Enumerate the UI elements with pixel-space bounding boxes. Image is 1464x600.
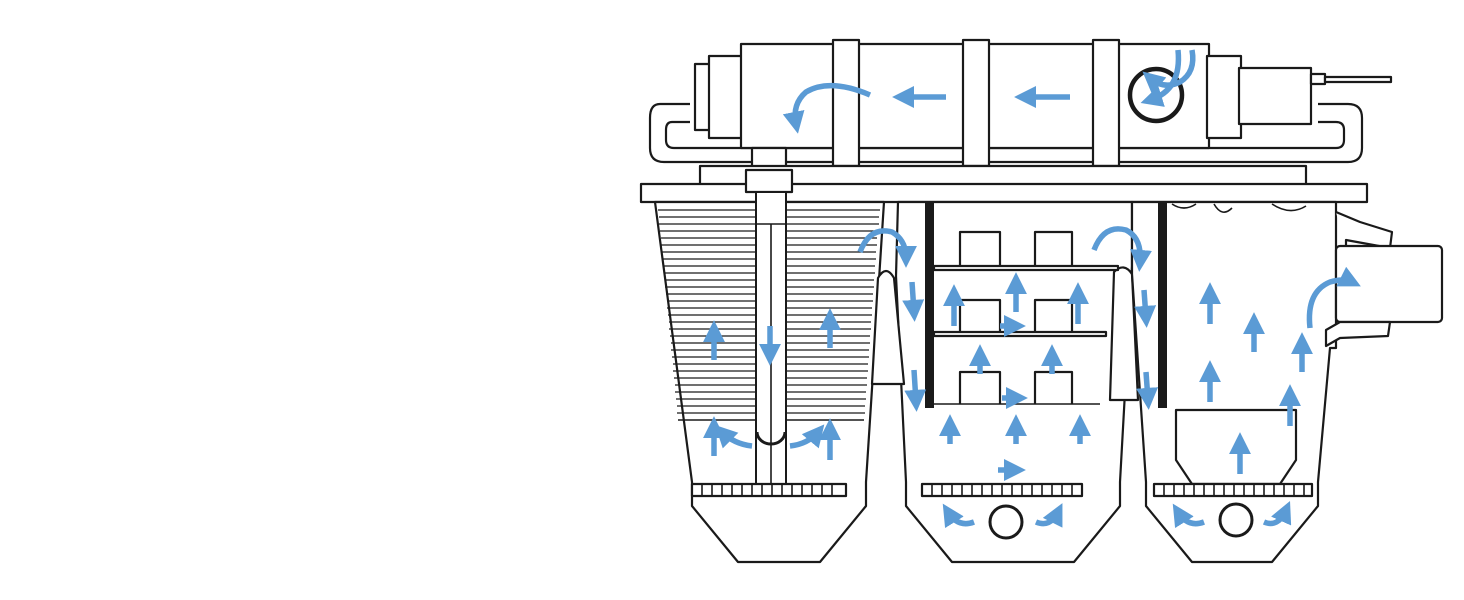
flow-arrow-icon [1306,266,1361,329]
left-end-cap [707,54,745,140]
sediment-basket [1174,408,1298,486]
media-shelf [932,330,1108,338]
pump-icon [988,504,1024,540]
flow-arrow-icon [1034,503,1063,528]
flow-arrow-icon [1136,371,1159,410]
media-shelf [932,264,1120,272]
flow-arrow-icon [902,281,925,322]
flow-arrow-icon [1172,503,1205,529]
flow-arrow-icon [1134,289,1157,328]
flow-arrows [703,49,1361,529]
flow-arrow-icon [714,425,753,449]
pump-icon [1218,502,1254,538]
chamber-2 [870,200,1140,564]
chamber-3 [1130,200,1444,564]
flow-arrow-icon [942,503,975,529]
outlet-port [1334,244,1444,324]
water-surface [1171,203,1307,213]
flow-arrow-icon [782,82,872,134]
outlet-flange-top [1335,210,1394,252]
flow-arrow-icon [857,228,917,268]
uv-ballast [1237,66,1313,126]
flow-arrow-icon [1262,500,1292,527]
power-cable [1323,75,1393,84]
diffuser-icon [1152,482,1314,498]
chamber-1 [653,191,886,564]
diffuser-icon [690,482,848,498]
right-end-cap [1205,54,1243,140]
media-cups [958,230,1074,404]
tube-clamp [831,38,861,168]
pipe-coupler-front [744,168,794,194]
flow-arrow-icon [789,424,825,449]
flow-arrow-icon [1142,49,1196,95]
outlet-flange-bottom [1324,320,1392,348]
cable-gland [1309,72,1327,86]
flow-arrow-icon [1140,49,1182,107]
tube-clamp [1091,38,1121,168]
flow-arrow-icon [904,369,927,412]
flow-arrow-icon [1091,226,1152,272]
tube-clamp [961,38,991,168]
